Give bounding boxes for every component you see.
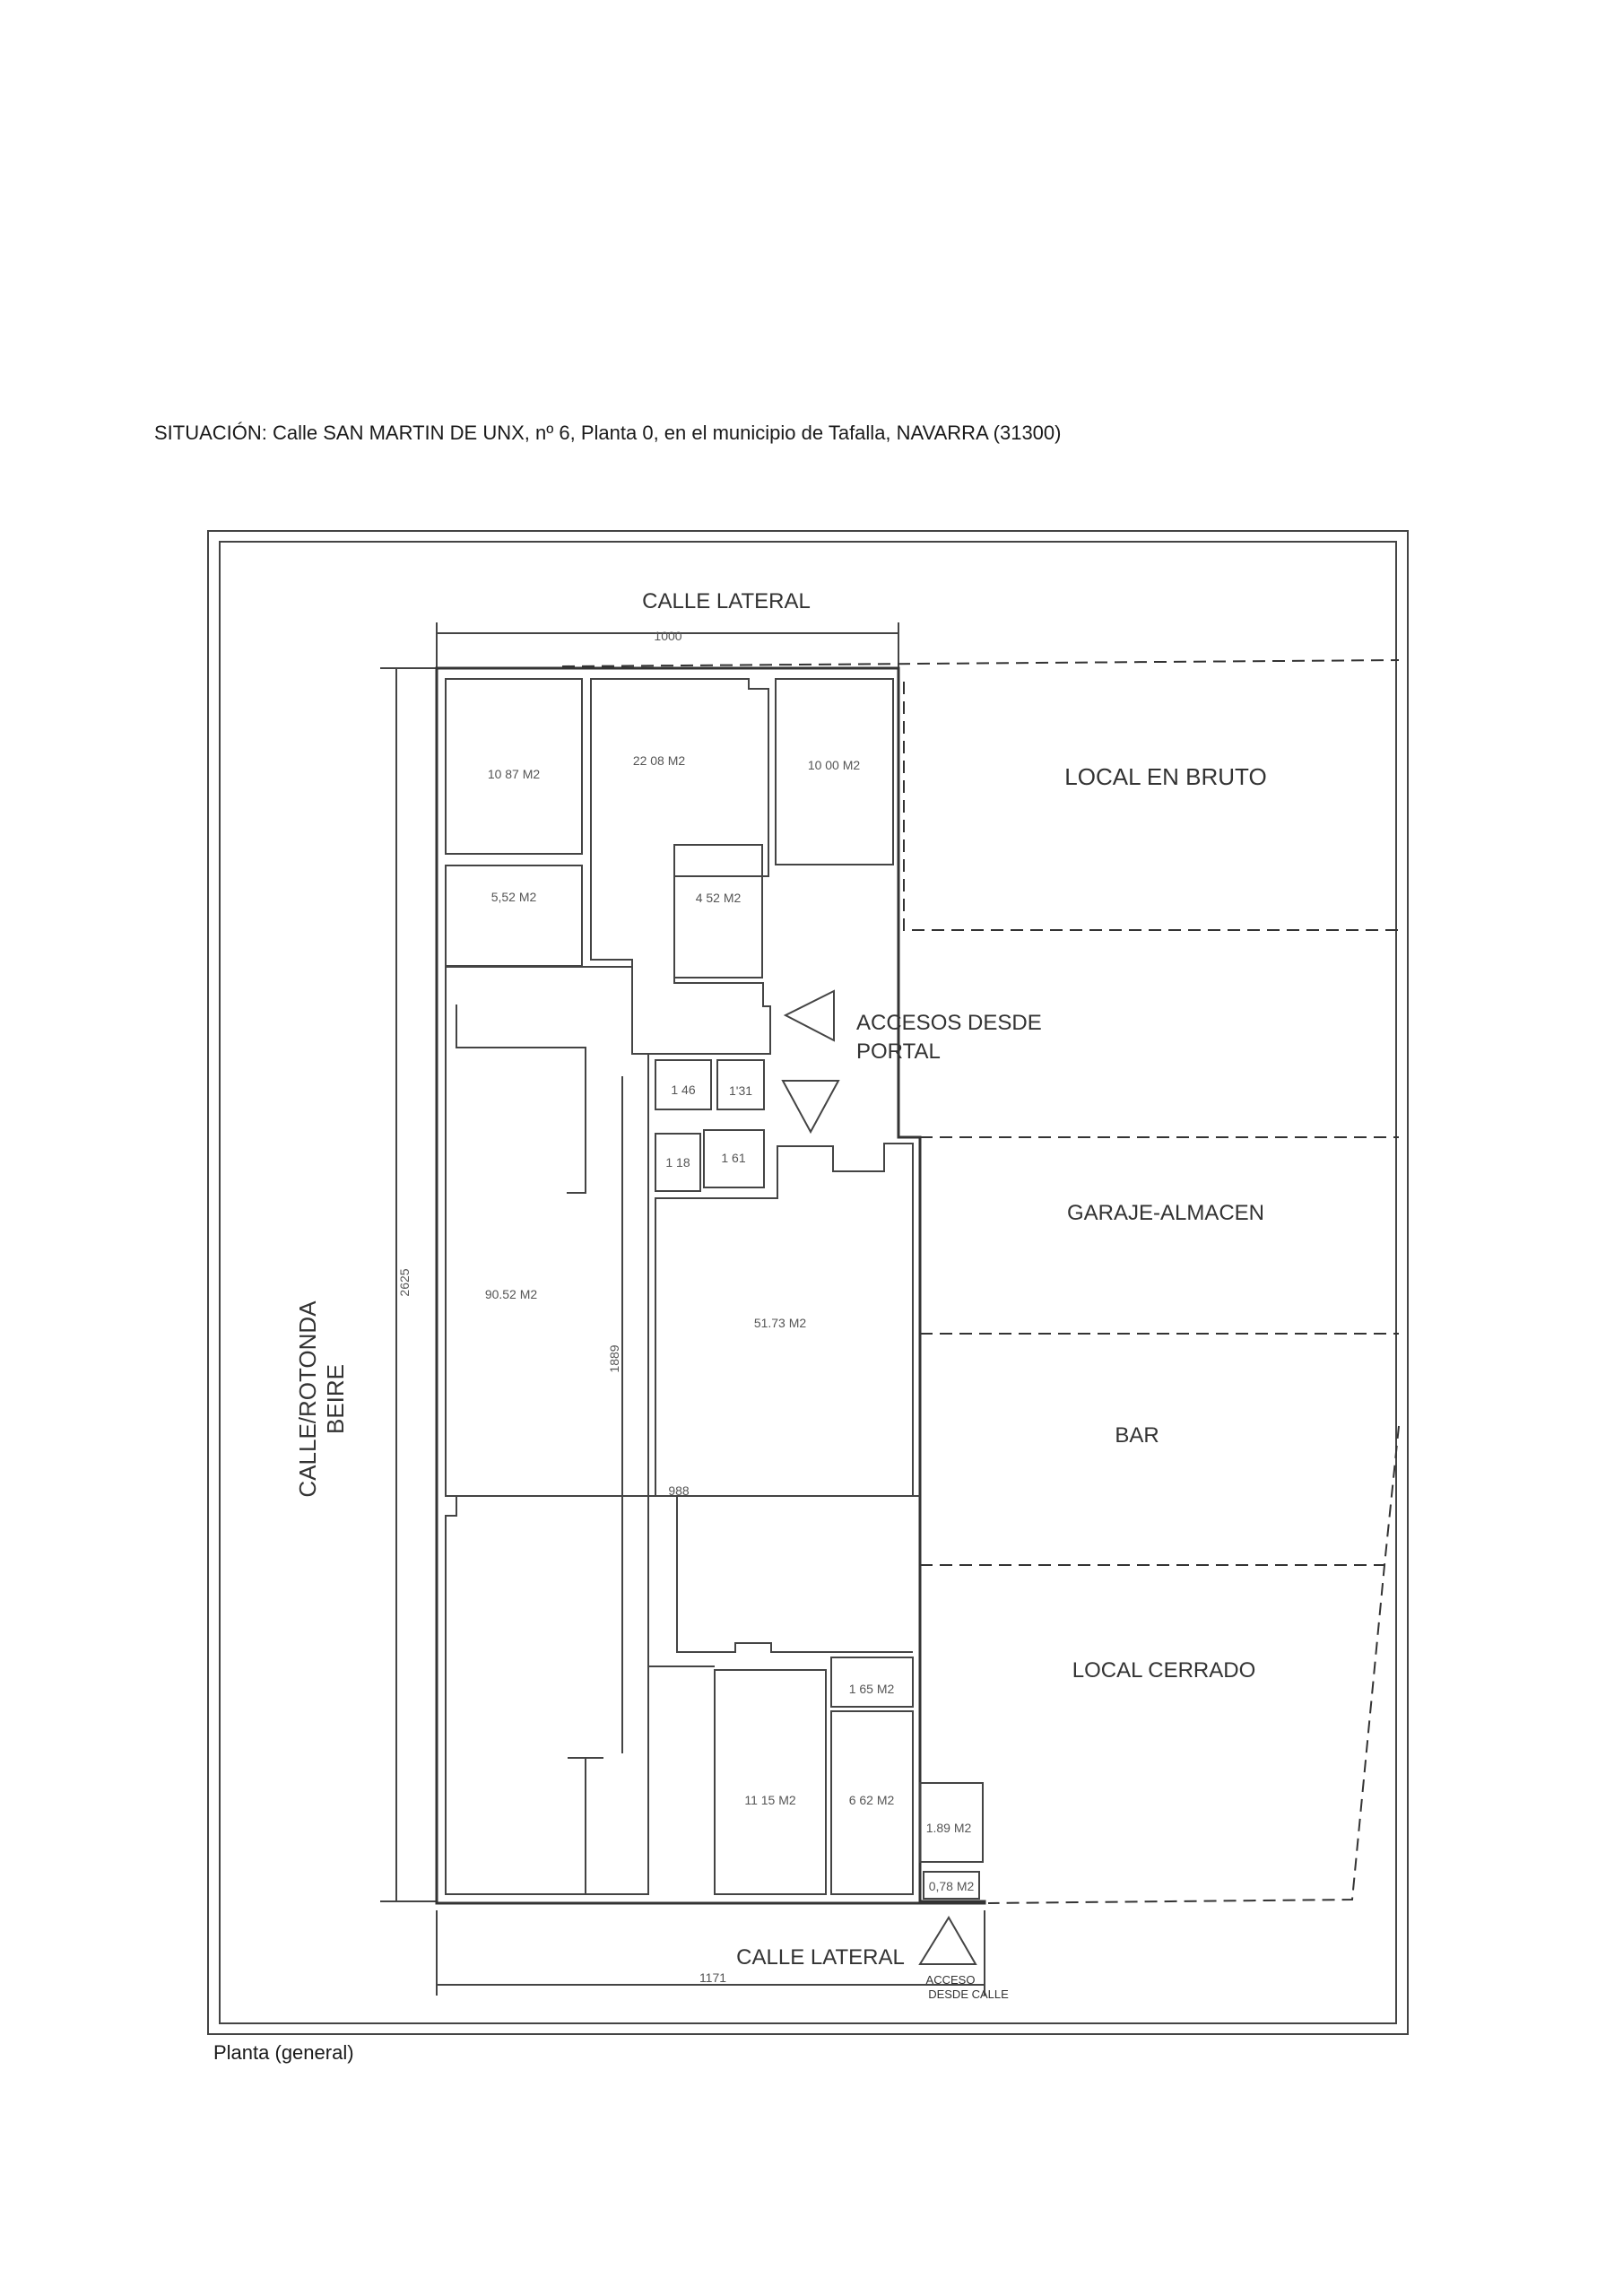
street-bottom-label: CALLE LATERAL — [736, 1945, 905, 1970]
neighbor-dash-right — [987, 1425, 1400, 1904]
plan-caption: Planta (general) — [213, 2041, 354, 2064]
neighbor-local-cerrado: LOCAL CERRADO — [1072, 1658, 1256, 1683]
neighbor-garaje: GARAJE-ALMACEN — [1067, 1201, 1264, 1225]
room-165 — [830, 1657, 914, 1708]
area-165: 1 65 M2 — [849, 1682, 895, 1696]
area-146: 1 46 — [671, 1083, 695, 1097]
dim-bottom-value: 1171 — [699, 1970, 726, 1985]
dim-inner-vertical-value: 1889 — [607, 1344, 621, 1372]
room-9052-inner-wall — [456, 1004, 586, 1194]
room-1115 — [714, 1669, 827, 1895]
dim-left-value: 2625 — [397, 1268, 412, 1296]
area-1115: 11 15 M2 — [744, 1793, 796, 1807]
room-552 — [445, 865, 583, 967]
area-118: 1 18 — [665, 1155, 690, 1170]
neighbor-dash-top — [561, 659, 1400, 667]
access-arrow-left-icon — [783, 989, 835, 1042]
access-calle-label-2: DESDE CALLE — [928, 1987, 1009, 2001]
area-9052: 90.52 M2 — [485, 1287, 538, 1301]
neighbor-bar: BAR — [1115, 1423, 1159, 1448]
access-portal-label-2: PORTAL — [856, 1039, 941, 1064]
area-5173: 51.73 M2 — [754, 1316, 807, 1330]
access-calle-label-1: ACCESO — [926, 1973, 976, 1987]
room-2208 — [590, 678, 771, 1055]
area-189: 1.89 M2 — [926, 1821, 972, 1835]
room-1000 — [775, 678, 894, 865]
situacion-header: SITUACIÓN: Calle SAN MARTIN DE UNX, nº 6… — [154, 422, 1062, 444]
plan-frame-inner — [219, 541, 1397, 2024]
room-452 — [673, 844, 763, 978]
neighbor-local-bruto: LOCAL EN BRUTO — [1064, 763, 1266, 790]
street-left-label-2: BEIRE — [322, 1364, 349, 1434]
lower-middle-walls — [676, 1496, 913, 1653]
access-arrow-up-icon — [918, 1916, 977, 1965]
room-146 — [655, 1059, 712, 1110]
area-662: 6 62 M2 — [849, 1793, 895, 1807]
area-2208: 22 08 M2 — [633, 753, 686, 768]
access-arrow-down-icon — [781, 1080, 840, 1135]
area-552: 5,52 M2 — [491, 890, 537, 904]
room-078 — [923, 1871, 980, 1900]
room-189 — [919, 1782, 984, 1863]
room-9052 — [445, 966, 649, 1895]
area-452: 4 52 M2 — [696, 891, 742, 905]
street-top-label: CALLE LATERAL — [642, 589, 811, 613]
access-portal-label-1: ACCESOS DESDE — [856, 1011, 1042, 1035]
area-1087: 10 87 M2 — [488, 767, 541, 781]
area-131: 1'31 — [729, 1083, 752, 1098]
neighbor-dash-bruto — [903, 682, 1399, 931]
area-1000: 10 00 M2 — [808, 758, 861, 772]
room-161 — [703, 1129, 765, 1188]
room-5173 — [655, 1143, 914, 1497]
street-left-label-1: CALLE/ROTONDA — [294, 1300, 321, 1498]
area-078: 0,78 M2 — [929, 1879, 975, 1893]
dim-top-value: 1000 — [654, 629, 681, 643]
dim-inner-horizontal-value: 988 — [668, 1483, 690, 1498]
plan-frame-outer — [207, 530, 1409, 2035]
area-161: 1 61 — [721, 1151, 745, 1165]
room-662 — [830, 1710, 914, 1895]
room-118 — [655, 1133, 701, 1192]
room-131 — [716, 1059, 765, 1110]
room-1087 — [445, 678, 583, 855]
